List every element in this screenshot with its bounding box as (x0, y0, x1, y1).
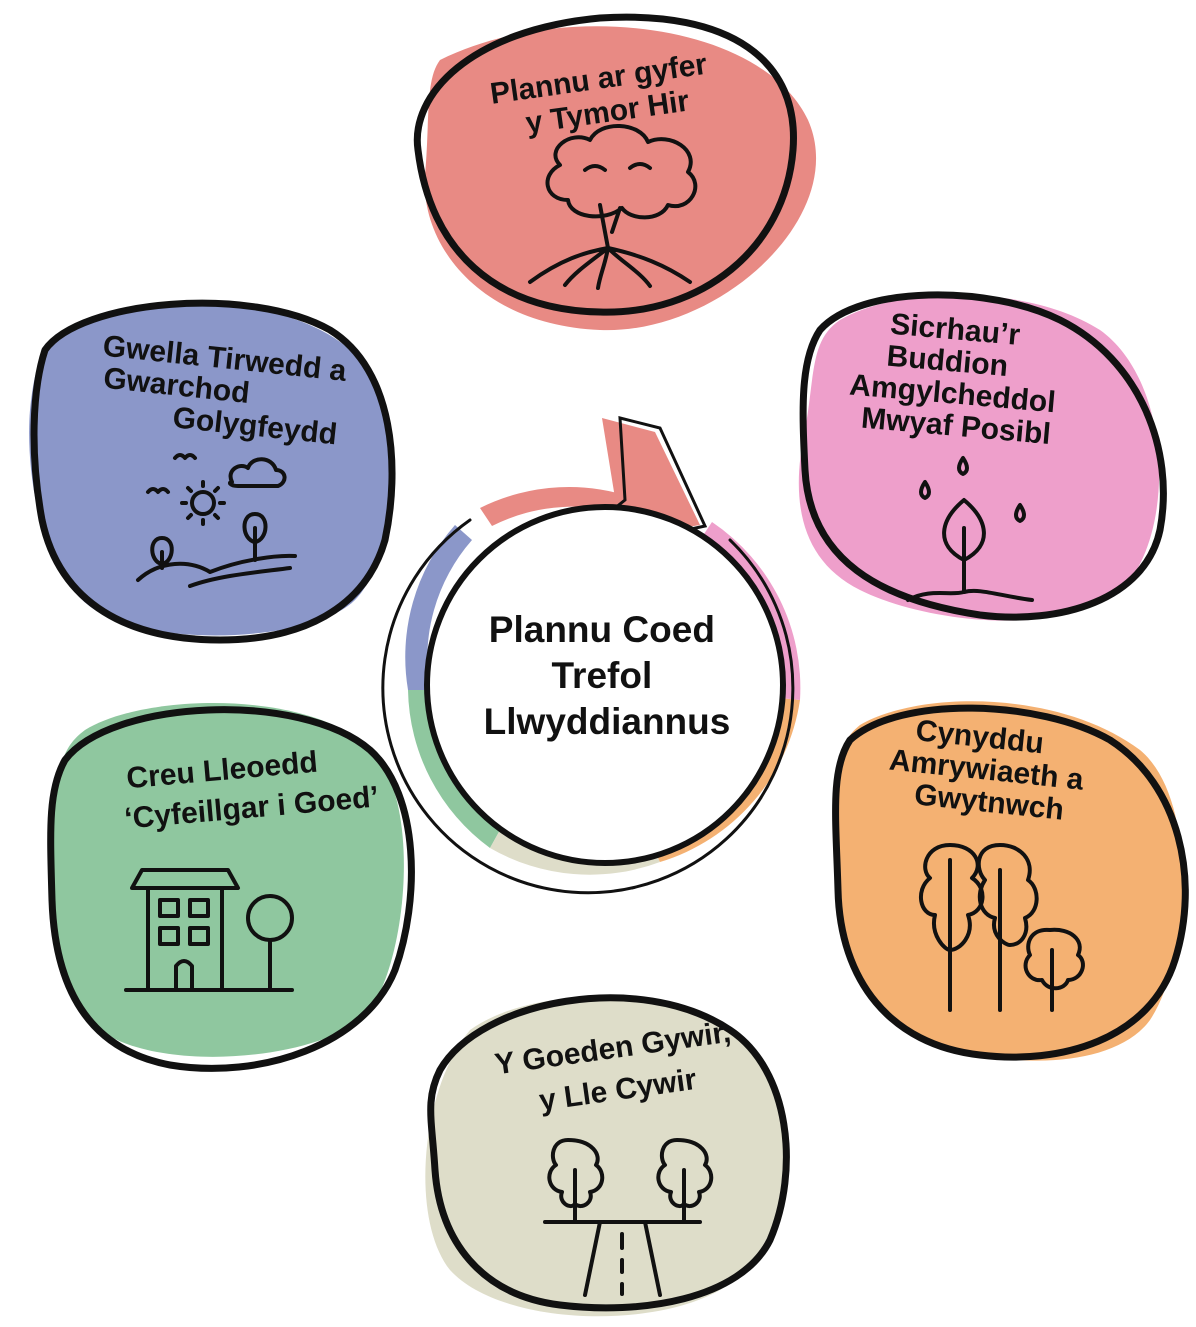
petal-landscape: Gwella Tirwedd a Gwarchod Golygfeydd (29, 299, 396, 644)
center-cycle: Plannu Coed Trefol Llwyddiannus (381, 416, 801, 895)
petal-long-term-outline (413, 13, 797, 316)
petal-diversity-outline (832, 704, 1189, 1061)
ring-outer-outline (381, 518, 795, 895)
petal-right-tree: Y Goeden Gywir, y Lle Cywir (425, 994, 790, 1317)
ring-segment-red (480, 487, 640, 526)
petal-diversity: Cynyddu Amrywiaeth a Gwytnwch (832, 701, 1189, 1061)
petal-tree-friendly: Creu Lleoedd ‘Cyfeillgar i Goed’ (47, 702, 415, 1072)
petal-long-term-fill (424, 26, 817, 331)
petal-long-term: Plannu ar gyfer y Tymor Hir (413, 13, 817, 331)
road-trees-icon (543, 1138, 714, 1297)
plant-rain-icon (906, 456, 1034, 602)
petal-diversity-fill (833, 701, 1183, 1061)
trees-group-icon (919, 843, 1085, 1012)
petal-landscape-outline (30, 299, 396, 644)
center-title-line-2: Trefol (551, 655, 652, 696)
center-title-line-1: Plannu Coed (489, 609, 715, 650)
center-disc (424, 504, 786, 866)
petal-environmental-fill (798, 294, 1160, 621)
ring-segment-blue (405, 525, 472, 690)
petal-landscape-fill (29, 303, 392, 636)
petal-right-tree-fill (425, 997, 788, 1317)
petal-tree-friendly-fill (50, 702, 404, 1057)
petal-environmental-outline (799, 291, 1167, 621)
petal-tree-friendly-outline (47, 706, 415, 1072)
landscape-sun-icon (136, 453, 297, 588)
petal-right-tree-outline (427, 994, 790, 1312)
center-title-line-3: Llwyddiannus (484, 701, 731, 742)
petal-landscape-label: Gwella Tirwedd a Gwarchod Golygfeydd (95, 330, 357, 453)
building-tree-icon (124, 868, 294, 992)
petal-environmental: Sicrhau’r Buddion Amgylcheddol Mwyaf Pos… (798, 291, 1167, 621)
tree-roots-icon (528, 124, 698, 290)
center-title: Plannu Coed Trefol Llwyddiannus (484, 609, 731, 742)
cycle-arrow-head (562, 418, 700, 540)
